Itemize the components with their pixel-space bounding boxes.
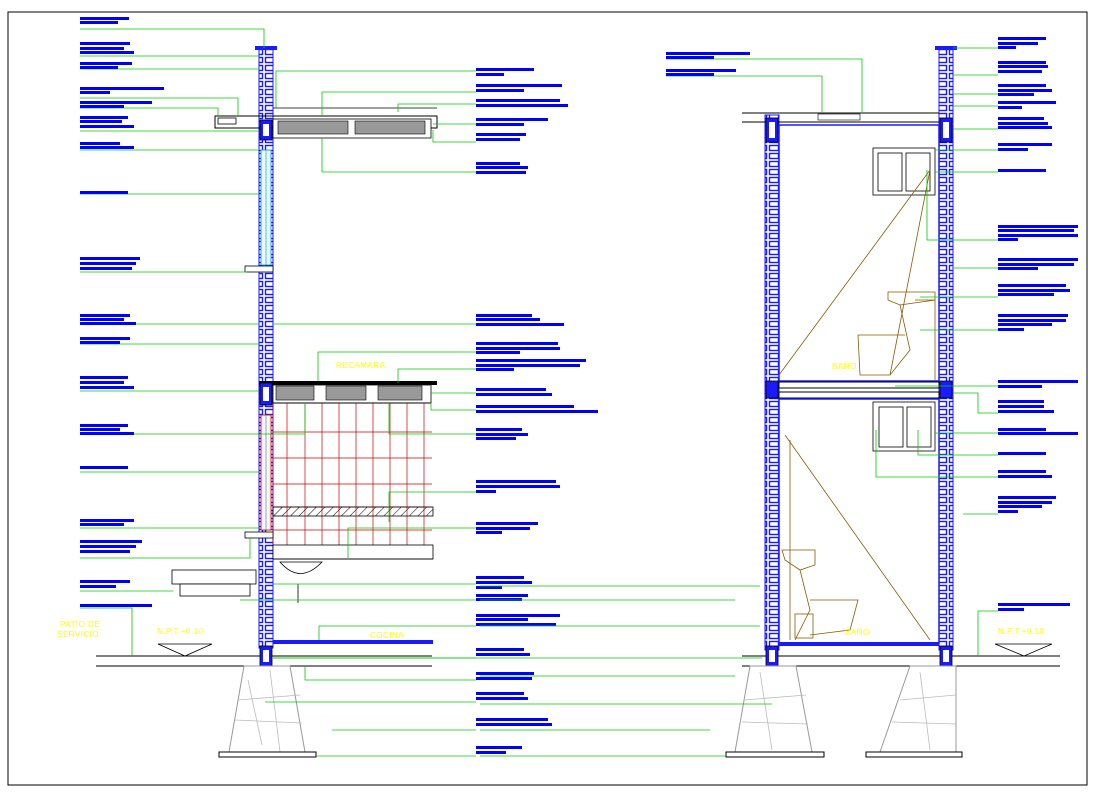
right-upper-room [778, 124, 940, 382]
left-window-upper [244, 149, 274, 273]
right-upper-fixtures [778, 169, 936, 380]
left-room-label-recamara: RECAMARA [336, 361, 386, 370]
right-lower-window [872, 401, 936, 452]
right-section: BAÑO BAÑO N.P.T.+0.10 [273, 37, 1078, 758]
right-room-label-lower: BAÑO [845, 628, 870, 637]
left-exterior-label-line1: PATIO DE [60, 620, 100, 629]
left-level-mark: N.P.T.+0.10 [157, 627, 204, 636]
left-kitchen-tile-grid [272, 403, 432, 545]
right-parapet-cap [935, 46, 957, 50]
right-callout-labels [666, 37, 1078, 611]
left-exterior-label-line2: SERVICIO [57, 630, 99, 639]
right-upper-window [872, 147, 936, 196]
right-level-marker [994, 643, 1053, 657]
right-roof-slab [742, 112, 953, 143]
left-roof-slab [214, 107, 438, 141]
right-room-label-upper: BAÑO [832, 362, 857, 371]
left-section: RECAMARA COCINA PATIO DE SERVICIO N.P.T.… [57, 17, 598, 758]
drawing-frame [7, 11, 1088, 786]
right-mezzanine-slab [765, 380, 953, 399]
right-leaders [273, 47, 998, 757]
right-footings [725, 665, 963, 758]
left-kitchen-sink [272, 544, 434, 574]
left-callout-labels [80, 17, 598, 754]
left-mezzanine-slab [259, 381, 437, 406]
left-parapet-cap [255, 46, 277, 50]
left-counter-hatch [272, 506, 434, 517]
left-laundry-sink [171, 569, 299, 603]
left-room-label-cocina: COCINA [370, 631, 404, 640]
right-lower-fixtures [781, 434, 931, 641]
left-footing [218, 665, 317, 758]
right-ground-floor [742, 642, 1060, 667]
right-level-mark: N.P.T.+0.10 [998, 627, 1045, 636]
left-level-marker [157, 643, 213, 657]
